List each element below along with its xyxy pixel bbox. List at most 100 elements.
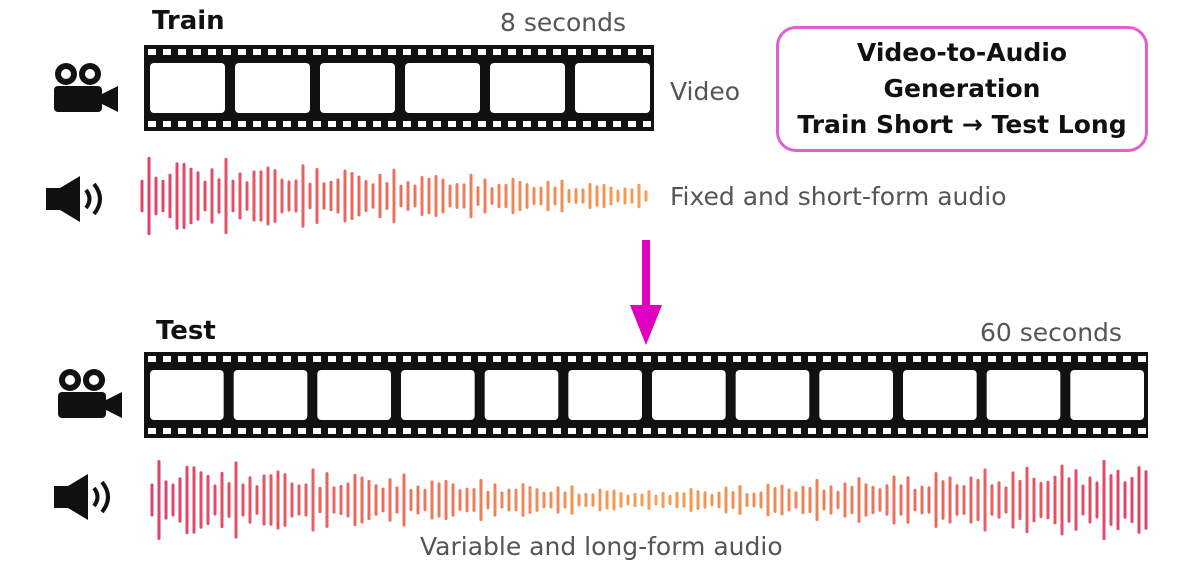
film-perforation [373,356,381,362]
film-perforation [463,356,471,362]
film-perforation [1093,356,1101,362]
film-perforation [508,121,516,127]
film-perforation [628,121,636,127]
film-perforation [283,121,291,127]
film-perforation [598,49,606,55]
film-perforation [268,121,276,127]
film-perforation [538,428,546,434]
film-perforation [493,121,501,127]
film-frame [144,352,1148,438]
film-perforation [928,428,936,434]
film-perforation [478,121,486,127]
film-perforation [208,121,216,127]
film-perforation [403,356,411,362]
film-perforation [358,428,366,434]
film-perforation [238,428,246,434]
film-perforation [703,356,711,362]
film-perforation [568,428,576,434]
film-cell [735,370,810,420]
train-duration: 8 seconds [500,8,627,37]
film-perforation [583,121,591,127]
film-perforation [238,49,246,55]
film-perforation [583,49,591,55]
film-perforation [148,121,156,127]
film-perforation [493,428,501,434]
film-perforation [343,121,351,127]
film-perforation [223,49,231,55]
film-perforation [823,428,831,434]
film-perforation [388,356,396,362]
film-perforation [883,428,891,434]
film-perforation [613,49,621,55]
film-perforation [1003,356,1011,362]
film-perforation [1138,428,1146,434]
film-perforation [193,356,201,362]
film-perforation [553,121,561,127]
film-perforation [328,49,336,55]
film-perforation [403,121,411,127]
film-perforation [313,428,321,434]
film-perforation [628,49,636,55]
film-perforation [1063,428,1071,434]
film-perforation [523,356,531,362]
film-perforation [733,356,741,362]
film-perforation [463,121,471,127]
film-perforation [448,121,456,127]
train-audio-waveform [140,156,648,236]
film-perforation [298,121,306,127]
film-perforation [343,49,351,55]
film-perforation [478,356,486,362]
film-perforation [958,428,966,434]
film-perforation [823,356,831,362]
film-perforation [373,49,381,55]
film-perforation [1078,428,1086,434]
train-audio-label: Fixed and short-form audio [670,182,1007,211]
film-perforation [298,356,306,362]
film-perforation [568,356,576,362]
film-cell [150,63,225,113]
film-perforation [1078,356,1086,362]
speaker-icon [46,176,102,222]
task-box-line2: Generation [883,74,1041,103]
film-perforation [973,428,981,434]
video-camera-icon [58,369,122,418]
film-perforation [178,428,186,434]
film-perforation [193,121,201,127]
film-perforation [208,356,216,362]
test-audio-label: Variable and long-form audio [420,532,783,561]
film-perforation [1123,428,1131,434]
film-perforation [223,428,231,434]
film-cell [819,370,893,420]
film-cell [320,63,395,113]
film-perforation [178,356,186,362]
train-title: Train [152,6,225,36]
film-perforation [328,428,336,434]
film-perforation [478,428,486,434]
film-perforation [433,121,441,127]
film-perforation [778,356,786,362]
film-perforation [808,428,816,434]
film-perforation [163,49,171,55]
film-perforation [583,428,591,434]
film-perforation [178,49,186,55]
film-perforation [433,428,441,434]
film-perforation [1048,428,1056,434]
film-cell [235,63,310,113]
film-perforation [853,428,861,434]
film-cell [233,370,308,420]
film-cell [652,370,726,420]
film-perforation [598,428,606,434]
film-perforation [418,356,426,362]
film-cell [986,370,1061,420]
film-perforation [763,356,771,362]
film-cell [575,63,650,113]
film-perforation [448,356,456,362]
film-perforation [193,49,201,55]
film-perforation [463,49,471,55]
film-perforation [403,428,411,434]
film-perforation [253,428,261,434]
film-perforation [1138,356,1146,362]
film-perforation [253,49,261,55]
film-perforation [748,356,756,362]
test-film-strip [144,352,1148,438]
